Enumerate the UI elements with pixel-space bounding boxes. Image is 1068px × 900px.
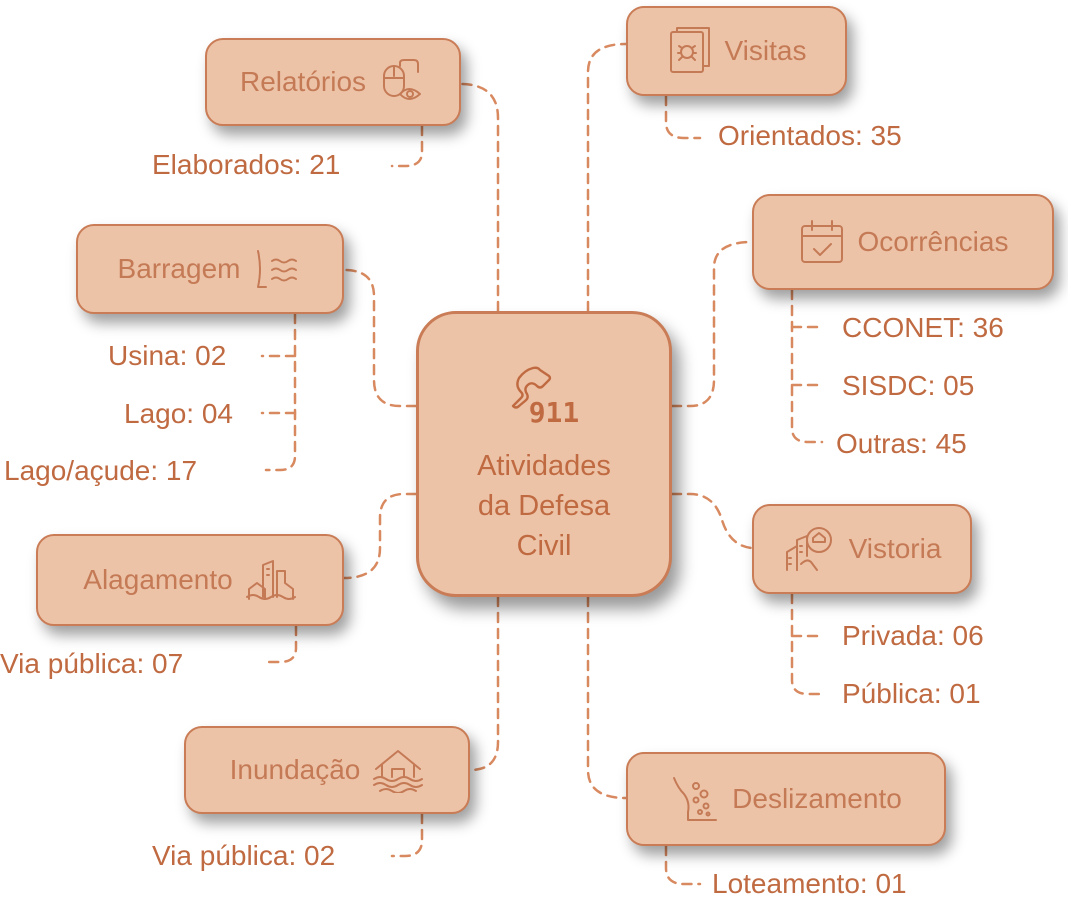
connector-vistoria xyxy=(670,492,754,550)
node-vistoria: Vistoria xyxy=(752,504,972,594)
node-vistoria-label: Vistoria xyxy=(848,533,942,564)
connector-deslizamento-items xyxy=(664,844,702,886)
connector-inundacao-items xyxy=(390,812,424,858)
label-relatorios-elaborados: Elaborados: 21 xyxy=(152,149,341,180)
connector-alagamento xyxy=(342,492,418,580)
flooded-buildings-icon xyxy=(245,557,297,603)
dam-water-icon xyxy=(252,247,302,291)
central-hub: 911 Atividades da Defesa Civil xyxy=(416,311,672,597)
connector-ocorrencias-items xyxy=(790,288,824,444)
node-barragem-label: Barragem xyxy=(117,253,241,284)
label-barragem-lago-acude: Lago/açude: 17 xyxy=(4,455,198,486)
label-alagamento-via-publica: Via pública: 07 xyxy=(0,648,184,679)
landslide-icon xyxy=(670,774,720,824)
node-deslizamento: Deslizamento xyxy=(626,752,946,846)
node-deslizamento-label: Deslizamento xyxy=(732,783,902,814)
connector-barragem-items xyxy=(264,312,297,472)
label-inundacao-via-publica: Via pública: 02 xyxy=(152,840,336,871)
node-relatorios-label: Relatórios xyxy=(239,66,367,97)
node-inundacao-label: Inundação xyxy=(229,754,361,785)
node-inundacao: Inundação xyxy=(184,726,470,814)
mouse-eye-icon xyxy=(378,58,426,106)
connector-vistoria-items xyxy=(790,592,824,696)
connector-relatorios-items xyxy=(390,124,424,168)
node-ocorrencias-label: Ocorrências xyxy=(857,226,1009,257)
flooded-house-icon xyxy=(372,747,424,793)
label-barragem-lago: Lago: 04 xyxy=(124,398,233,429)
hub-title: Atividades da Defesa Civil xyxy=(419,446,669,566)
label-ocorrencias-sisdc: SISDC: 05 xyxy=(842,370,975,401)
hub-number: 911 xyxy=(528,396,580,429)
building-inspection-icon xyxy=(783,524,837,574)
connector-ocorrencias xyxy=(670,240,754,408)
connector-barragem xyxy=(342,268,418,408)
node-barragem: Barragem xyxy=(76,224,344,314)
label-ocorrencias-cconet: CCONET: 36 xyxy=(842,312,1004,343)
node-alagamento: Alagamento xyxy=(36,534,344,626)
node-relatorios: Relatórios xyxy=(205,38,461,126)
connector-alagamento-items xyxy=(266,624,298,664)
connector-visitas-items xyxy=(664,94,702,140)
hub-title-line-3: Civil xyxy=(516,530,572,562)
node-ocorrencias: Ocorrências xyxy=(752,194,1054,290)
connector-visitas xyxy=(586,42,628,313)
hub-title-line-2: da Defesa xyxy=(477,490,611,522)
label-ocorrencias-outras: Outras: 45 xyxy=(836,428,967,459)
label-deslizamento-loteamento: Loteamento: 01 xyxy=(712,868,907,899)
hub-title-line-1: Atividades xyxy=(477,450,611,482)
connector-relatorios xyxy=(458,82,500,313)
connector-inundacao xyxy=(468,595,500,772)
node-alagamento-label: Alagamento xyxy=(83,564,233,595)
document-bug-icon xyxy=(667,26,713,76)
node-visitas-label: Visitas xyxy=(724,35,807,66)
label-vistoria-privada: Privada: 06 xyxy=(842,620,984,651)
label-visitas-orientados: Orientados: 35 xyxy=(718,120,902,151)
calendar-check-icon xyxy=(798,218,846,266)
phone-icon xyxy=(505,364,555,415)
connector-deslizamento xyxy=(586,595,628,800)
label-barragem-usina: Usina: 02 xyxy=(108,340,227,371)
node-visitas: Visitas xyxy=(626,6,847,96)
label-vistoria-publica: Pública: 01 xyxy=(842,678,981,709)
